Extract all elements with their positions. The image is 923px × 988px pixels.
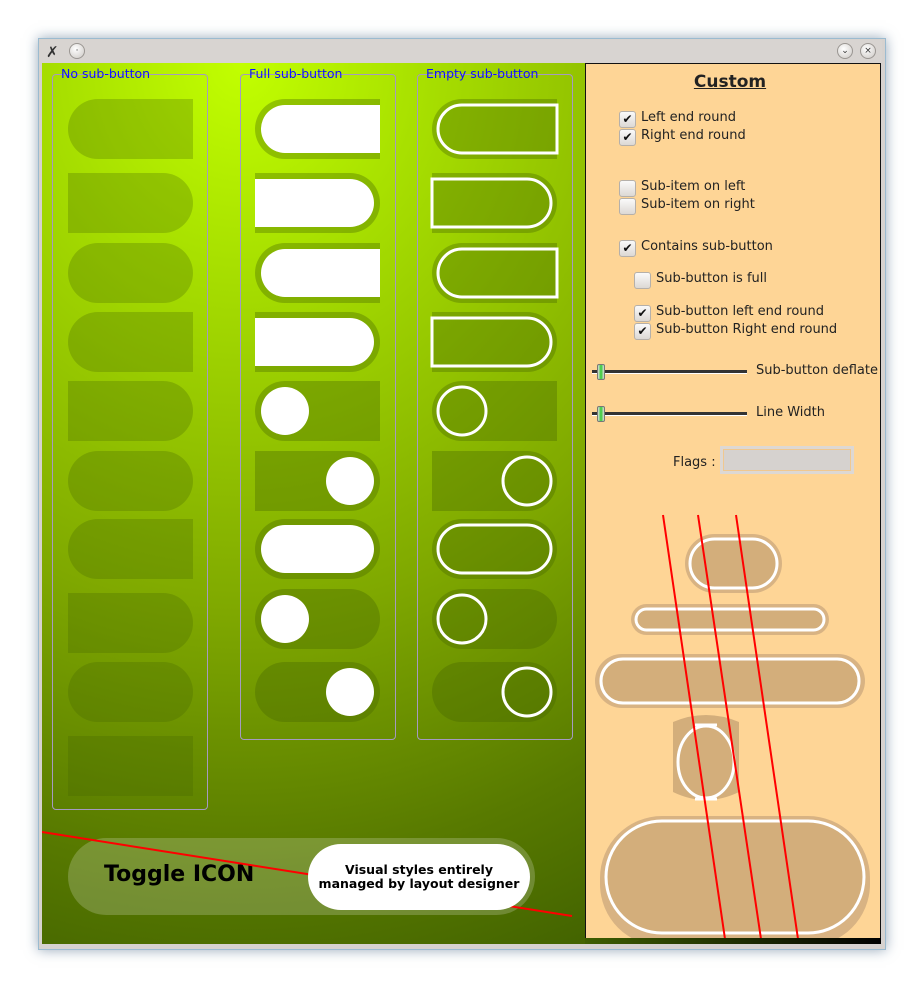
- x-logo-icon[interactable]: ✗: [46, 43, 59, 61]
- toggle-label: Toggle ICON: [104, 862, 255, 887]
- sub-button: [261, 105, 380, 153]
- red-guide-line: [662, 514, 726, 938]
- sub-button: [326, 668, 374, 716]
- sample-button[interactable]: [68, 736, 193, 796]
- group-empty-sub-button: [417, 74, 573, 740]
- close-icon[interactable]: ×: [860, 43, 876, 59]
- sample-button[interactable]: [68, 381, 193, 441]
- group-label: Full sub-button: [249, 66, 343, 81]
- checkbox-box[interactable]: [619, 180, 636, 197]
- sub-button: [436, 523, 553, 575]
- sub-button: [430, 316, 553, 368]
- checkbox-box[interactable]: ✔: [634, 323, 651, 340]
- sample-button[interactable]: [68, 99, 193, 159]
- sub-button: [430, 177, 553, 229]
- checkbox-box[interactable]: [634, 272, 651, 289]
- checkbox-label: Left end round: [641, 110, 736, 125]
- checkbox-box[interactable]: ✔: [619, 240, 636, 257]
- sample-button[interactable]: [68, 662, 193, 722]
- sub-button: [255, 179, 374, 227]
- slider-thumb[interactable]: [597, 406, 605, 422]
- sub-button: [261, 387, 309, 435]
- group-label: Empty sub-button: [426, 66, 539, 81]
- sample-button[interactable]: [432, 519, 557, 579]
- sub-button: [261, 249, 380, 297]
- sub-button: [261, 525, 374, 573]
- sample-button[interactable]: [432, 662, 557, 722]
- red-guide-line: [697, 514, 762, 938]
- flags-label: Flags :: [673, 455, 716, 470]
- demo-canvas: No sub-button Full sub-button Empty sub-…: [42, 63, 585, 944]
- checkbox-label: Sub-item on right: [641, 197, 755, 212]
- group-full-sub-button: [240, 74, 396, 740]
- sample-button[interactable]: [432, 173, 557, 233]
- checkbox-label: Sub-button Right end round: [656, 322, 838, 337]
- checkbox-box[interactable]: ✔: [619, 129, 636, 146]
- toggle-sub-button[interactable]: Visual styles entirely managed by layout…: [308, 844, 530, 910]
- sub-button: [436, 385, 488, 437]
- sub-button: [501, 666, 553, 718]
- checkbox-box[interactable]: ✔: [634, 305, 651, 322]
- sample-button[interactable]: [432, 451, 557, 511]
- sample-button[interactable]: [68, 173, 193, 233]
- checkbox-box[interactable]: [619, 198, 636, 215]
- checkbox-box[interactable]: ✔: [619, 111, 636, 128]
- panel-bottom-strip: [585, 938, 881, 944]
- checkbox-label: Contains sub-button: [641, 239, 773, 254]
- checkbox-label: Sub-item on left: [641, 179, 746, 194]
- minimize-icon[interactable]: ⌄: [837, 43, 853, 59]
- flags-input[interactable]: [720, 446, 854, 474]
- sample-buttons: [68, 99, 559, 796]
- menu-circle-icon[interactable]: ·: [69, 43, 85, 59]
- sample-button[interactable]: [68, 243, 193, 303]
- checkbox-label: Right end round: [641, 128, 746, 143]
- sub-button: [501, 455, 553, 507]
- sub-button: [436, 247, 559, 299]
- sub-button: [436, 593, 488, 645]
- sample-button[interactable]: [432, 381, 557, 441]
- panel-title: Custom: [693, 72, 767, 92]
- checkbox-label: Sub-button is full: [656, 271, 768, 286]
- shape-preview: [595, 514, 870, 938]
- slider-thumb[interactable]: [597, 364, 605, 380]
- slider-label: Sub-button deflate: [756, 363, 878, 378]
- preview-shape: [673, 715, 739, 800]
- sub-button: [255, 318, 374, 366]
- toggle-note-line: managed by layout designer: [318, 876, 520, 891]
- sample-button[interactable]: [68, 519, 193, 579]
- title-bar[interactable]: ✗ · ⌄ ×: [40, 40, 882, 63]
- sample-button[interactable]: [68, 451, 193, 511]
- group-label: No sub-button: [61, 66, 151, 81]
- sample-button[interactable]: [68, 593, 193, 653]
- sub-button: [261, 595, 309, 643]
- toggle-note-line: Visual styles entirely: [345, 862, 493, 877]
- sub-button: [436, 103, 559, 155]
- sample-button[interactable]: [432, 99, 557, 159]
- group-no-sub-button: [52, 74, 208, 810]
- sample-button[interactable]: [68, 312, 193, 372]
- sub-button: [326, 457, 374, 505]
- checkbox-label: Sub-button left end round: [656, 304, 824, 319]
- sample-button[interactable]: [432, 589, 557, 649]
- sample-button[interactable]: [432, 312, 557, 372]
- sample-button[interactable]: [432, 243, 557, 303]
- slider-label: Line Width: [756, 405, 825, 420]
- red-guide-line: [735, 514, 799, 938]
